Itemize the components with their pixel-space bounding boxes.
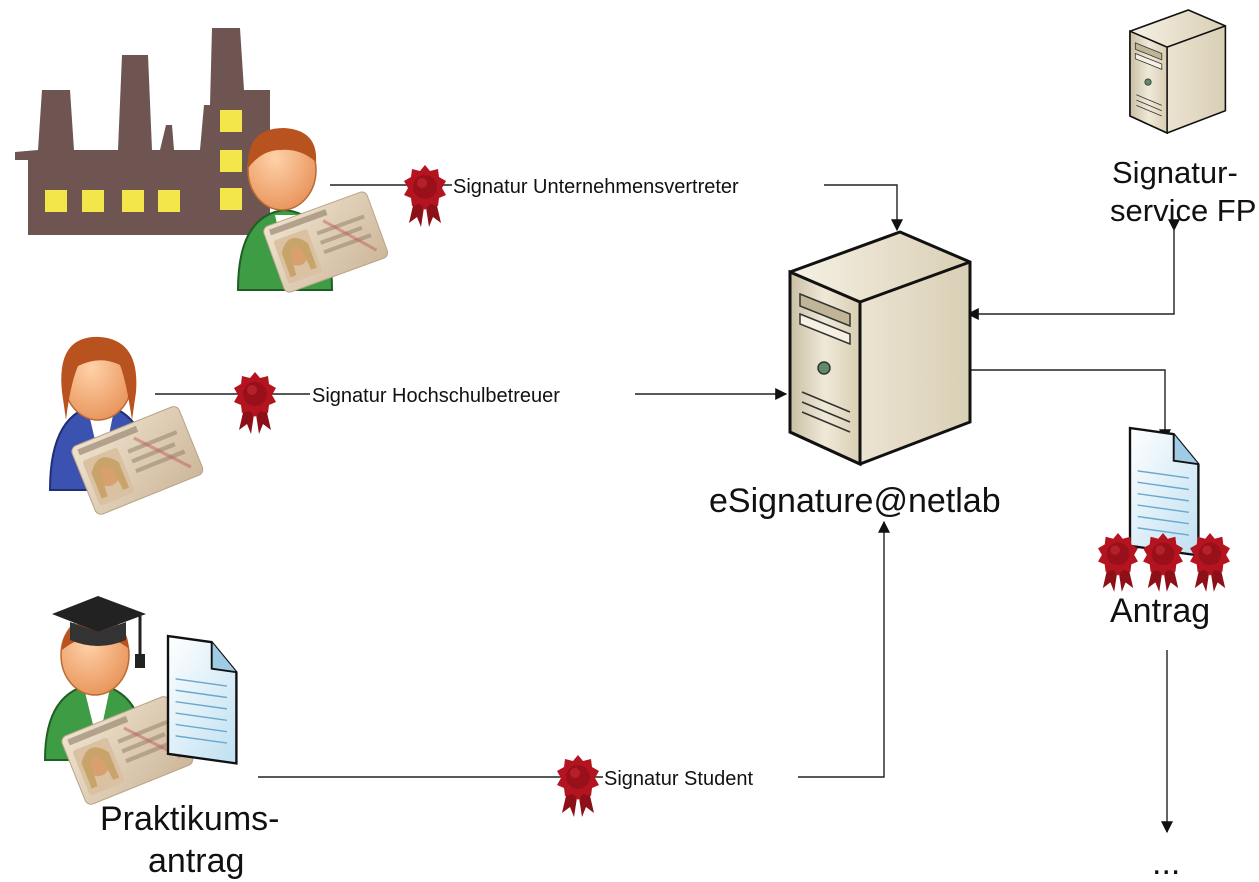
company-representative-avatar xyxy=(236,128,391,296)
edge-label-company: Signatur Unternehmensvertreter xyxy=(453,176,739,198)
edge-label-student: Signatur Student xyxy=(604,768,753,790)
edge-server-fp xyxy=(966,219,1180,320)
supervisor-avatar xyxy=(48,336,207,518)
edge-server-antrag xyxy=(968,369,1171,442)
node-label-server-main: eSignature@netlab xyxy=(709,482,1001,520)
node-label-student-doc-line1: Praktikums- xyxy=(100,800,279,838)
node-label-continuation: ... xyxy=(1152,844,1180,882)
factory-icon xyxy=(15,28,270,235)
seal-icon xyxy=(234,372,276,434)
server-icon xyxy=(788,230,972,466)
edge-label-supervisor: Signatur Hochschulbetreuer xyxy=(312,385,560,407)
node-label-student-doc-line2: antrag xyxy=(148,842,244,880)
node-label-server-fp-line1: Signatur- xyxy=(1112,155,1238,190)
server-fp-icon xyxy=(1129,9,1227,134)
node-label-antrag: Antrag xyxy=(1110,592,1210,630)
document-icon xyxy=(166,634,238,765)
graduation-cap-icon xyxy=(52,596,146,668)
seal-icon xyxy=(404,165,446,227)
node-label-server-fp-line2: service FP xyxy=(1110,193,1256,228)
edge-student xyxy=(258,520,890,778)
seal-icon xyxy=(557,755,599,817)
student-avatar xyxy=(43,596,197,808)
